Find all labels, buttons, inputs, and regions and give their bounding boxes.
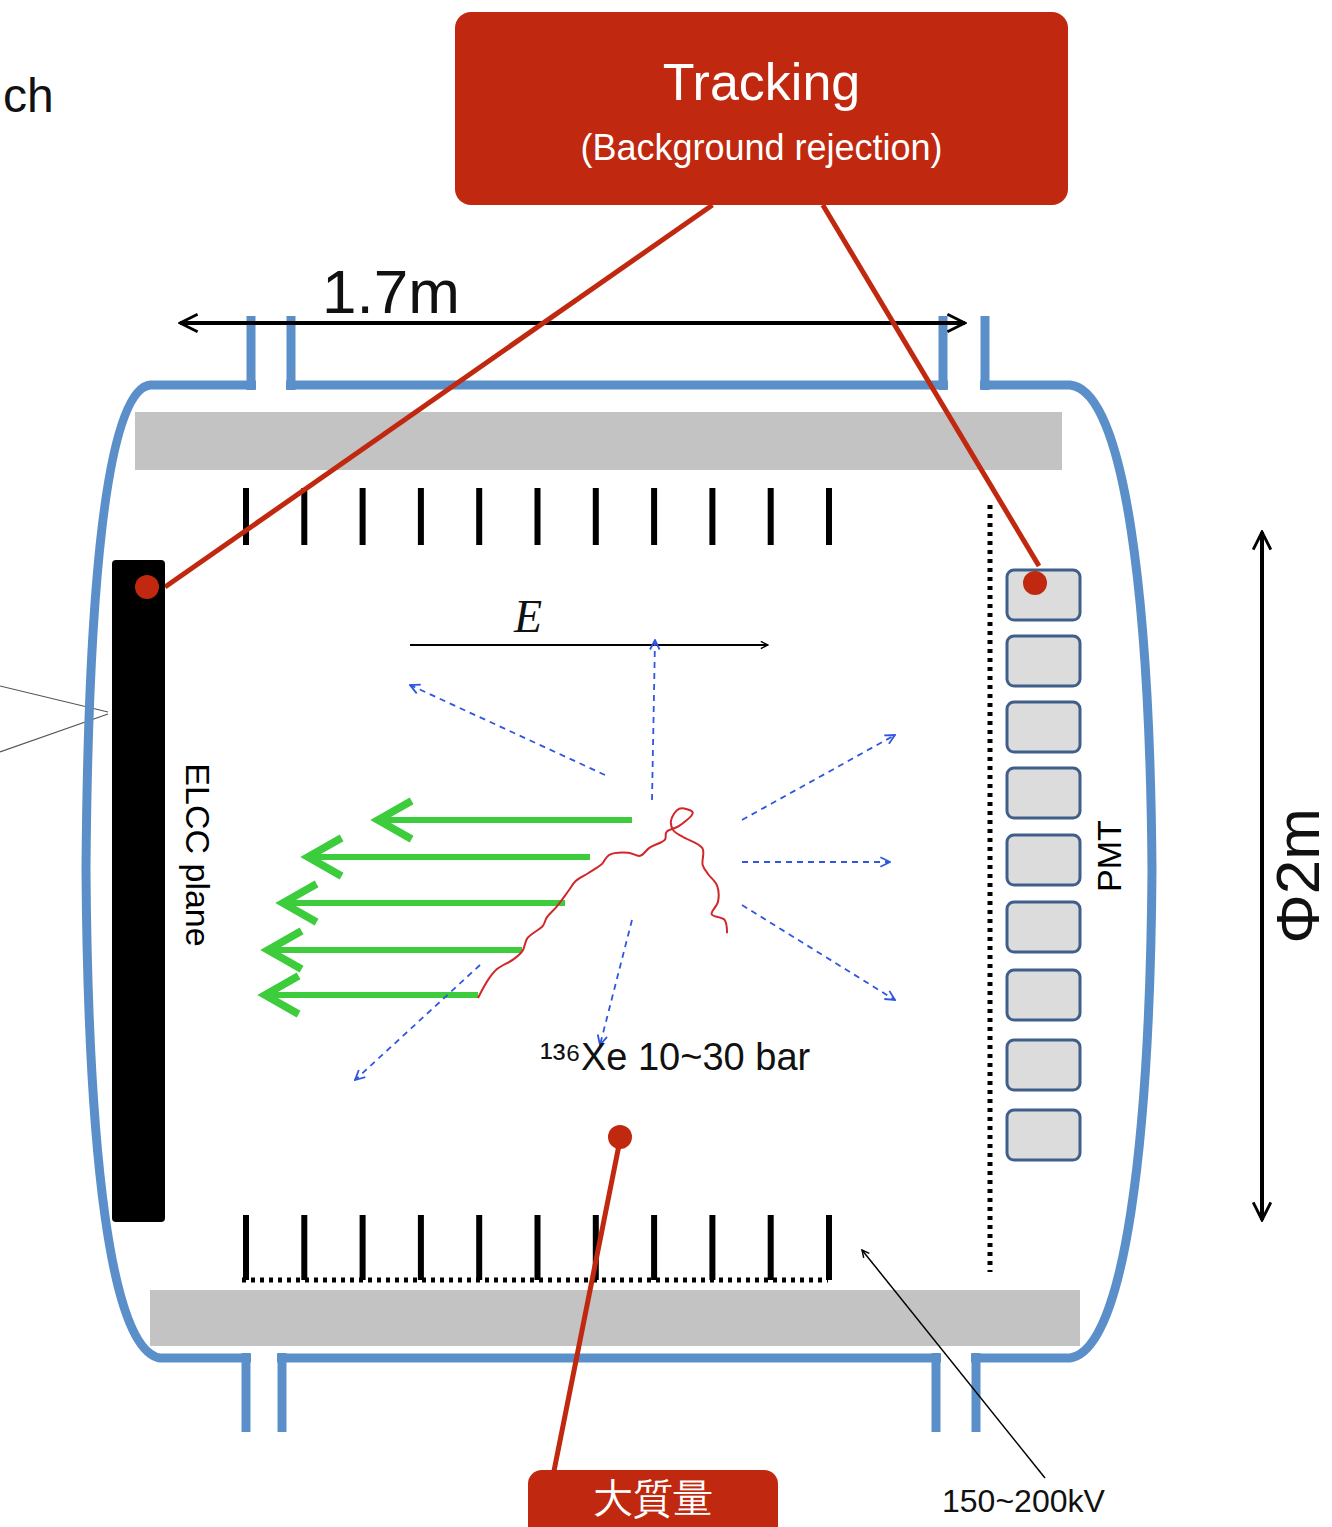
drift-arrow [265, 820, 632, 995]
insulator-bar [135, 412, 1062, 470]
photon-arrow [355, 640, 895, 1080]
leader-line [862, 1250, 1045, 1478]
gas-label: ¹³⁶Xe 10~30 bar [540, 1037, 810, 1079]
leader-line [553, 1140, 620, 1476]
mesh-electrode [988, 505, 993, 1272]
field-cage-ring [243, 488, 832, 1280]
pmt-symbol [1004, 566, 1084, 1166]
leader-line [165, 205, 712, 587]
cut-text: ch [3, 70, 54, 123]
field-label: E [514, 592, 542, 643]
electron-track [478, 808, 727, 998]
callout-text: (Background rejection) [580, 121, 942, 175]
mesh-electrode [242, 1278, 828, 1283]
callout-box: Tracking(Background rejection) [455, 12, 1068, 205]
leader-line [823, 205, 1039, 566]
dimension-label: Φ2m [1264, 808, 1332, 944]
voltage-label: 150~200kV [942, 1484, 1105, 1519]
leader-dot [608, 1125, 632, 1149]
node-label: ELCC plane [178, 763, 215, 946]
dimension-label: 1.7m [322, 258, 460, 326]
callout-box: 大質量 [528, 1470, 778, 1527]
field-arrow [410, 644, 768, 646]
leader-dot [1023, 571, 1047, 595]
node-label: PMT [1091, 820, 1128, 892]
dimension-arrow [180, 321, 965, 325]
callout-text: Tracking [663, 43, 860, 121]
insulator-bar [150, 1290, 1080, 1346]
elcc-plane: ELCC plane [112, 560, 165, 1222]
leader-dot [135, 575, 159, 599]
node-label: 大質量 [593, 1476, 713, 1520]
pmt-array: PMT [1004, 566, 1084, 1166]
